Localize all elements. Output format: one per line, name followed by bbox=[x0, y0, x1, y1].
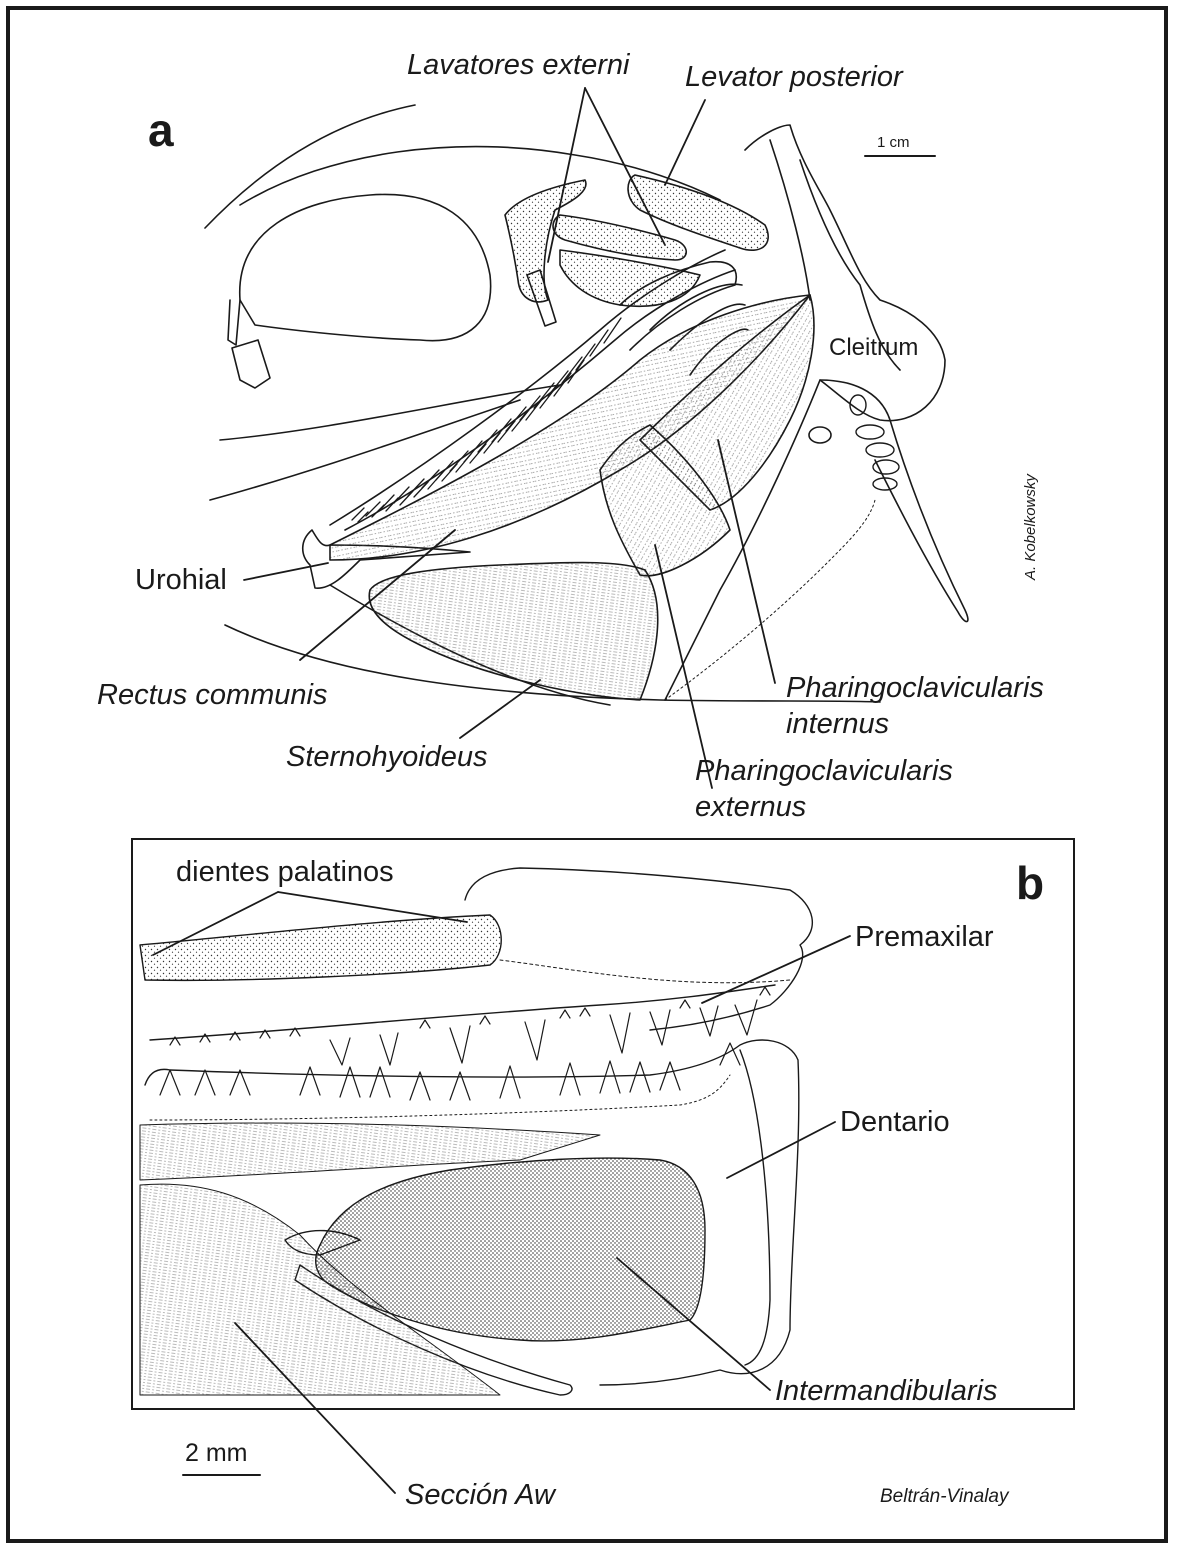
label-lavatores-externi: Lavatores externi bbox=[407, 50, 629, 82]
credit-beltran-vinalay: Beltrán-Vinalay bbox=[880, 1487, 1009, 1508]
branchiostegal-ray-2 bbox=[232, 340, 270, 388]
label-urohial: Urohial bbox=[135, 565, 227, 597]
label-premaxilar: Premaxilar bbox=[855, 922, 994, 954]
panel-b-letter: b bbox=[1016, 858, 1044, 909]
cleitrum-lower bbox=[770, 140, 810, 300]
premaxilla-lower-edge bbox=[500, 960, 790, 983]
pectoral-foramen bbox=[809, 427, 831, 443]
jaw-line-1 bbox=[220, 385, 560, 440]
premaxilla-outline bbox=[465, 868, 812, 1030]
branchiostegal-ray-1 bbox=[228, 300, 240, 345]
label-pharingoclavicularis-externus-line2: externus bbox=[695, 792, 806, 824]
label-dentario: Dentario bbox=[840, 1107, 950, 1139]
label-rectus-communis: Rectus communis bbox=[97, 680, 327, 712]
label-levator-posterior: Levator posterior bbox=[685, 62, 903, 94]
label-pharingoclavicularis-internus-line2: internus bbox=[786, 709, 889, 741]
cleitrum-posterior bbox=[820, 380, 968, 622]
upper-jaw-margin bbox=[150, 985, 775, 1040]
label-pharingoclavicularis-externus-line1: Pharingoclavicularis bbox=[695, 756, 953, 788]
lower-teeth bbox=[160, 1043, 740, 1100]
label-pharingoclavicularis-internus-line1: Pharingoclavicularis bbox=[786, 673, 1044, 705]
scale-bar-a-label: 1 cm bbox=[877, 135, 910, 152]
label-sternohyoideus: Sternohyoideus bbox=[286, 742, 488, 774]
panel-b-drawing bbox=[140, 868, 850, 1493]
label-intermandibularis: Intermandibularis bbox=[775, 1376, 997, 1408]
panel-a-letter: a bbox=[148, 105, 174, 156]
operculum-outline bbox=[240, 194, 491, 340]
palatine-tooth-plate bbox=[140, 915, 501, 980]
dentary-lower-margin bbox=[150, 1075, 730, 1120]
credit-kobelkowsky: A. Kobelkowsky bbox=[1022, 474, 1039, 580]
scale-bar-b-label: 2 mm bbox=[185, 1440, 248, 1468]
head-contour-top bbox=[205, 105, 415, 228]
dentary-inner bbox=[740, 1050, 770, 1365]
label-seccion-aw: Sección Aw bbox=[405, 1480, 555, 1512]
label-dientes-palatinos: dientes palatinos bbox=[176, 857, 394, 889]
label-cleitrum: Cleitrum bbox=[829, 335, 918, 361]
